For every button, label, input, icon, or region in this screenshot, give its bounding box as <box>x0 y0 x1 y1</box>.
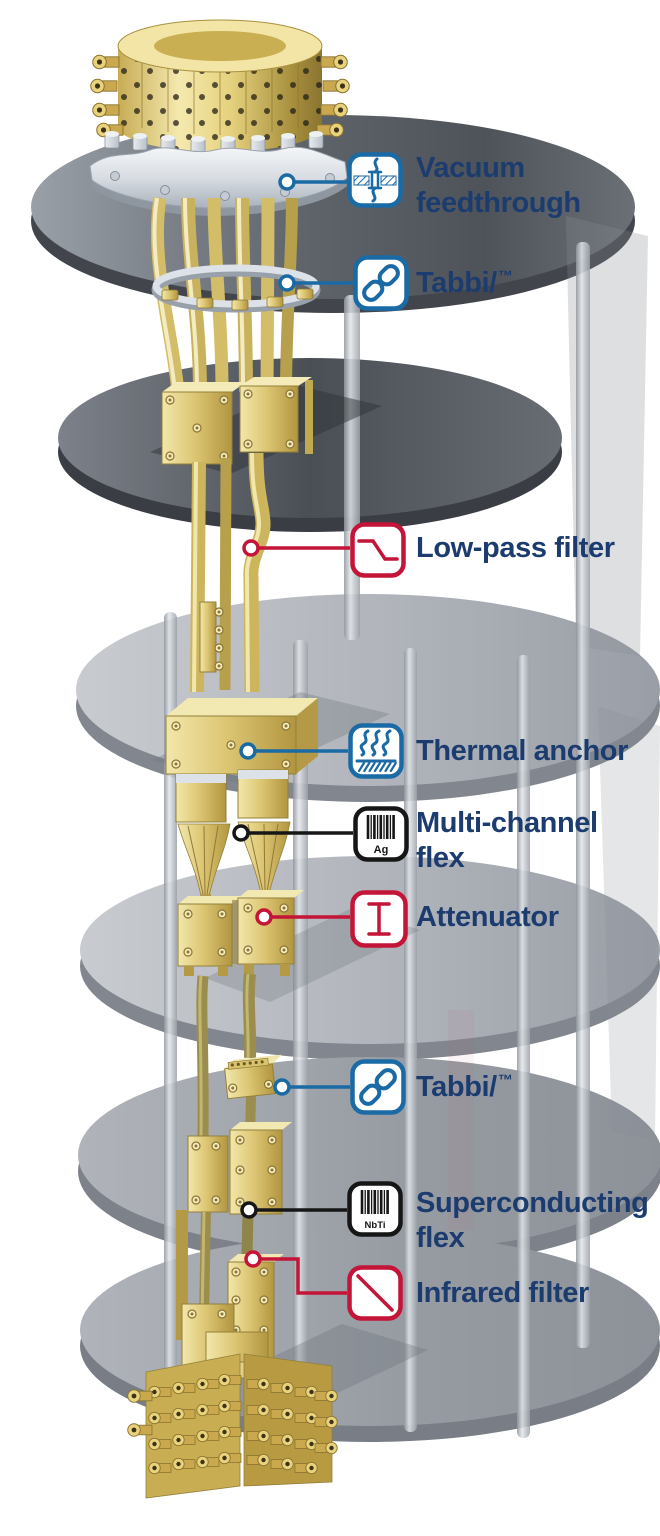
filter-blocks <box>161 377 313 465</box>
callout-anchor-tabbi-lower <box>273 1078 291 1096</box>
low-pass-icon <box>350 522 406 578</box>
flex-material-label: Ag <box>374 844 389 856</box>
label-tabbi-lower: Tabbi/™ <box>416 1071 513 1103</box>
link-icon <box>350 1059 406 1115</box>
support-rod <box>164 612 177 1438</box>
callout-anchor-vacuum-feedthrough <box>278 173 296 191</box>
flex-stripes-icon: NbTi <box>347 1181 403 1237</box>
callout-leader-infrared-filter <box>260 1257 347 1295</box>
label-low-pass-filter: Low-pass filter <box>416 532 615 564</box>
support-rod <box>293 640 308 1442</box>
reflection-streak <box>448 1010 474 1230</box>
link-icon <box>353 255 409 311</box>
trademark-symbol: ™ <box>497 268 513 286</box>
callout-leaders <box>232 173 353 1295</box>
low-pass-ribbon <box>243 452 271 693</box>
infrared-icon <box>347 1265 403 1321</box>
callout-anchor-multi-channel-flex <box>232 824 250 842</box>
cold-stage-plates <box>187 1122 292 1215</box>
label-thermal-anchor: Thermal anchor <box>416 735 628 767</box>
attenuator-icon <box>350 890 408 948</box>
support-rod <box>344 295 360 640</box>
feedthrough-icon <box>347 152 403 208</box>
flange-bolts <box>104 131 324 154</box>
tabbi-connector-block <box>224 1054 282 1100</box>
label-tabbi-upper: Tabbi/™ <box>416 267 513 299</box>
callout-anchor-low-pass-filter <box>242 539 260 557</box>
trademark-symbol: ™ <box>497 1072 513 1090</box>
shield-wall <box>598 706 660 1140</box>
support-rod <box>517 655 530 1438</box>
vacuum-flange-plate <box>89 146 348 216</box>
bottom-connector-array <box>127 1331 338 1499</box>
mid-flex-ribbons <box>190 452 271 693</box>
ring-clamp <box>151 264 321 313</box>
callout-anchor-attenuator <box>255 908 273 926</box>
thermal-anchor-icon <box>348 723 404 779</box>
support-rod <box>576 242 590 1348</box>
callout-anchor-thermal-anchor <box>239 742 257 760</box>
callout-icons: Ag NbTi <box>347 152 409 1321</box>
label-infrared-filter: Infrared filter <box>416 1277 589 1309</box>
flex-stripes-icon: Ag <box>353 806 409 862</box>
attenuator-plates <box>177 890 304 976</box>
callout-anchor-superconducting-flex <box>240 1201 258 1219</box>
top-connector-crown <box>90 19 350 154</box>
callout-anchor-tabbi-upper <box>278 274 296 292</box>
flex-material-label: NbTi <box>365 1220 386 1231</box>
callout-anchor-infrared-filter <box>244 1250 262 1268</box>
thermal-anchor-assembly <box>165 698 318 823</box>
label-attenuator: Attenuator <box>416 901 559 933</box>
